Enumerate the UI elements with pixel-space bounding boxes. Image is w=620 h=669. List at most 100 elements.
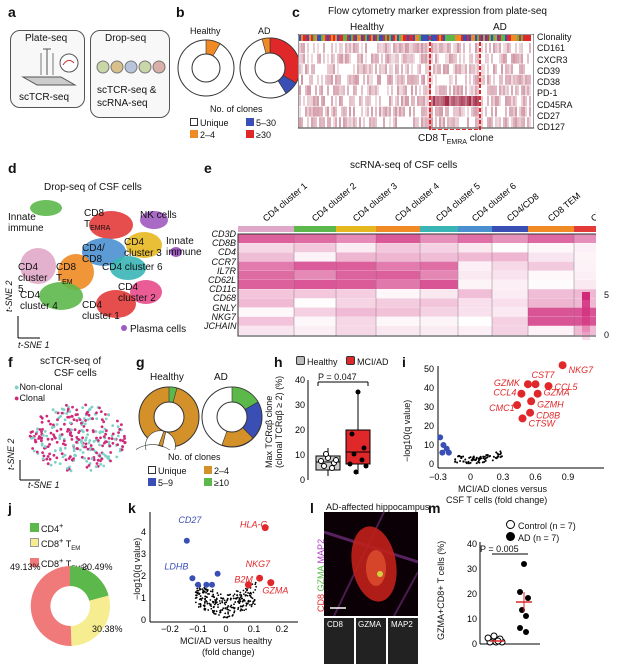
gene-point xyxy=(198,592,201,595)
clonality-cell xyxy=(393,35,395,41)
marker-cell xyxy=(377,74,379,85)
gene-point xyxy=(203,604,206,607)
expression-cell xyxy=(376,289,420,299)
cluster-color-bar xyxy=(574,226,596,232)
panel-b-ad-label: AD xyxy=(258,26,271,36)
marker-cell xyxy=(507,43,509,53)
marker-cell xyxy=(481,64,483,75)
marker-cell xyxy=(385,64,387,75)
gene-point xyxy=(226,597,229,600)
expression-cell xyxy=(458,234,492,243)
gene-point xyxy=(214,613,217,615)
marker-cell xyxy=(371,117,373,128)
x-tick: −0.2 xyxy=(161,624,179,634)
marker-cell xyxy=(299,85,301,96)
cell-point xyxy=(108,444,112,448)
marker-cell xyxy=(381,64,383,75)
clonality-cell xyxy=(503,35,505,41)
expression-cell xyxy=(238,252,294,262)
marker-cell xyxy=(453,85,455,96)
marker-cell xyxy=(323,53,325,64)
marker-cell xyxy=(395,43,397,53)
cell-point xyxy=(45,414,49,418)
up-gene-point xyxy=(267,579,275,587)
expression-cell xyxy=(376,280,420,289)
expression-cell xyxy=(238,280,294,289)
marker-cell xyxy=(525,85,527,96)
expression-cell xyxy=(528,280,574,289)
marker-cell xyxy=(505,117,507,128)
gene-point xyxy=(221,601,224,604)
gene-point xyxy=(227,608,230,611)
marker-cell xyxy=(487,117,489,128)
marker-cell xyxy=(409,74,411,85)
cell-point xyxy=(123,437,126,440)
gene-point xyxy=(220,597,223,600)
marker-cell xyxy=(363,64,365,75)
marker-cell xyxy=(495,96,497,106)
marker-cell xyxy=(439,43,441,53)
marker-cell xyxy=(465,96,467,106)
marker-cell xyxy=(303,53,305,64)
gene-point xyxy=(248,592,251,595)
gene-point xyxy=(237,606,240,609)
gene-point xyxy=(458,455,461,458)
expression-cell xyxy=(528,271,574,280)
marker-cell xyxy=(387,74,389,85)
marker-cell xyxy=(421,96,423,106)
clonality-cell xyxy=(389,35,391,41)
clonality-cell xyxy=(499,35,501,41)
marker-cell xyxy=(413,96,415,106)
down-gene-point xyxy=(189,575,196,582)
cell-point xyxy=(111,441,115,445)
marker-cell xyxy=(395,106,397,117)
marker-cell xyxy=(521,74,523,85)
panel-c-title: Flow cytometry marker expression from pl… xyxy=(328,6,547,17)
marker-cell xyxy=(441,117,443,128)
gene-point xyxy=(219,593,222,596)
marker-cell xyxy=(361,85,363,96)
marker-cell xyxy=(375,53,377,64)
marker-cell xyxy=(339,96,341,106)
marker-cell xyxy=(371,85,373,96)
marker-cell xyxy=(383,106,385,117)
marker-cell xyxy=(357,43,359,53)
marker-cell xyxy=(353,85,355,96)
expression-cell xyxy=(492,243,528,252)
marker-cell xyxy=(335,96,337,106)
drop-seq-box: Drop-seq scTCR-seq & scRNA-seq xyxy=(90,30,170,118)
clonality-cell xyxy=(475,35,477,41)
marker-cell xyxy=(493,96,495,106)
gene-point xyxy=(222,597,225,600)
gene-point xyxy=(212,593,215,596)
cell-point xyxy=(64,443,67,447)
marker-cell xyxy=(311,117,313,128)
marker-cell xyxy=(437,96,439,106)
marker-cell xyxy=(445,85,447,96)
marker-cell xyxy=(441,85,443,96)
marker-cell xyxy=(431,117,433,128)
clonality-cell xyxy=(315,35,317,41)
cell-point xyxy=(94,430,98,433)
marker-cell xyxy=(305,64,307,75)
marker-cell xyxy=(447,43,449,53)
gene-label: CMC1 xyxy=(489,403,515,413)
marker-cell xyxy=(529,85,531,96)
gene-label: GZMA xyxy=(544,388,570,398)
marker-cell xyxy=(411,85,413,96)
marker-cell xyxy=(435,74,437,85)
marker-cell xyxy=(333,85,335,96)
marker-cell xyxy=(321,74,323,85)
marker-cell xyxy=(475,117,477,128)
marker-cell xyxy=(457,117,459,128)
expression-cell xyxy=(528,252,574,262)
marker-cell xyxy=(437,85,439,96)
cell-point xyxy=(103,441,106,445)
expression-cell xyxy=(528,307,574,317)
gene-label: NKG7 xyxy=(211,311,236,322)
marker-cell xyxy=(461,64,463,75)
gene-point xyxy=(253,603,256,606)
gene-label: GZMA xyxy=(262,586,288,596)
